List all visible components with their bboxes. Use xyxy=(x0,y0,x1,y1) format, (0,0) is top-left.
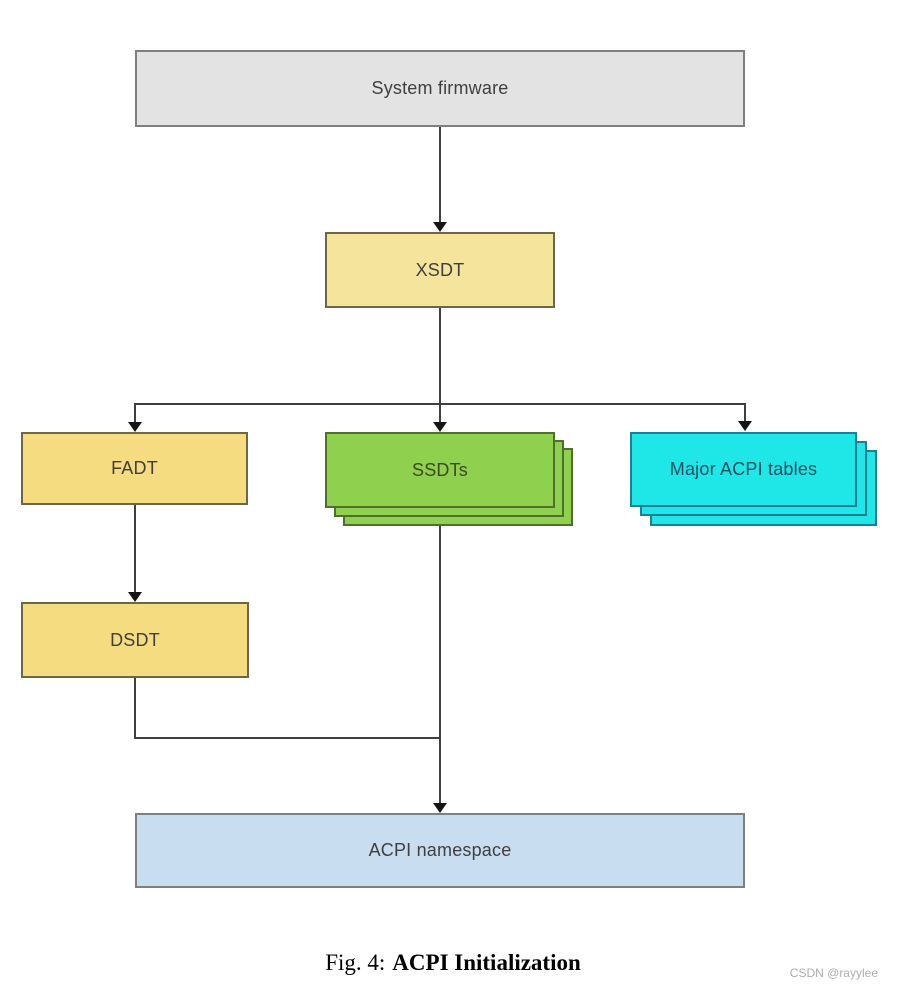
connector-merge-horizontal xyxy=(134,737,441,739)
node-ssdts-label: SSDTs xyxy=(411,459,468,480)
arrowhead-into-fadt xyxy=(128,422,142,432)
node-major-acpi-tables-label: Major ACPI tables xyxy=(669,459,818,479)
figure-caption: Fig. 4:ACPI Initialization xyxy=(0,950,906,976)
node-major-acpi-tables: Major ACPI tables xyxy=(630,432,857,507)
connector-xsdt-to-branch xyxy=(439,308,441,403)
node-xsdt: XSDT xyxy=(325,232,555,308)
arrowhead-into-dsdt xyxy=(128,592,142,602)
arrowhead-into-xsdt xyxy=(433,222,447,232)
node-dsdt-label: DSDT xyxy=(110,629,160,650)
connector-branch-to-ssdts xyxy=(439,403,441,424)
node-system-firmware-label: System firmware xyxy=(371,78,509,98)
node-fadt-label: FADT xyxy=(111,458,158,478)
connector-branch-to-fadt xyxy=(134,403,136,424)
connector-ssdts-to-acpi-namespace xyxy=(439,508,441,805)
node-ssdts: SSDTs xyxy=(325,432,555,508)
node-dsdt: DSDT xyxy=(21,602,249,678)
node-xsdt-label: XSDT xyxy=(415,259,465,280)
connector-fadt-to-dsdt xyxy=(134,505,136,594)
figure-caption-number: Fig. 4: xyxy=(325,950,386,975)
arrowhead-into-ssdts xyxy=(433,422,447,432)
node-acpi-namespace-label: ACPI namespace xyxy=(368,840,512,860)
watermark-text: CSDN @rayylee xyxy=(789,966,878,980)
arrowhead-into-acpi-namespace xyxy=(433,803,447,813)
figure-caption-title: ACPI Initialization xyxy=(392,950,581,975)
node-system-firmware: System firmware xyxy=(135,50,745,127)
node-fadt: FADT xyxy=(21,432,248,505)
connector-system-to-xsdt xyxy=(439,127,441,224)
node-acpi-namespace: ACPI namespace xyxy=(135,813,745,888)
arrowhead-into-major-acpi-tables xyxy=(738,421,752,431)
connector-dsdt-down xyxy=(134,678,136,739)
connector-branch-to-major-tables xyxy=(744,403,746,423)
